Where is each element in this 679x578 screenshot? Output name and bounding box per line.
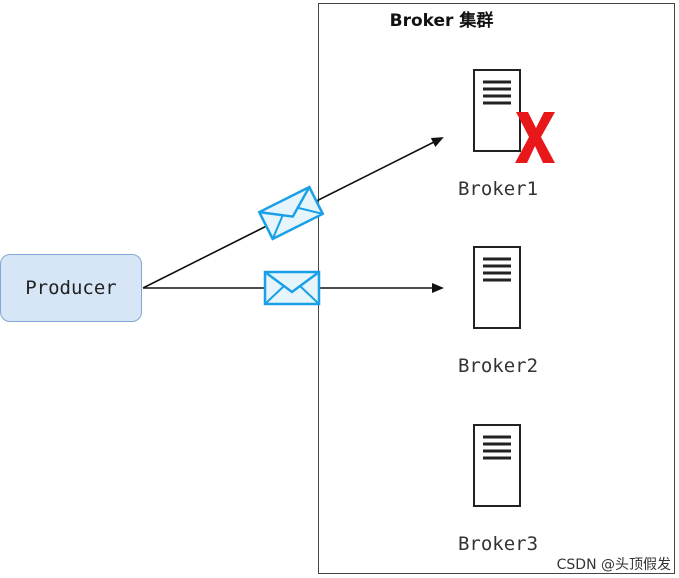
- envelope-icon: [257, 185, 325, 241]
- server-icon: [473, 246, 521, 329]
- server-icon: [473, 424, 521, 507]
- producer-label: Producer: [25, 277, 117, 299]
- server-icon: [473, 69, 521, 152]
- broker3-label: Broker3: [457, 533, 539, 555]
- failure-x-icon: [515, 112, 555, 163]
- producer-node: Producer: [0, 254, 142, 322]
- watermark-text: CSDN @头顶假发: [556, 557, 671, 573]
- broker2-label: Broker2: [457, 355, 539, 377]
- cluster-title: Broker 集群: [389, 11, 494, 31]
- envelope-icon: [263, 270, 321, 306]
- broker1-label: Broker1: [457, 178, 539, 200]
